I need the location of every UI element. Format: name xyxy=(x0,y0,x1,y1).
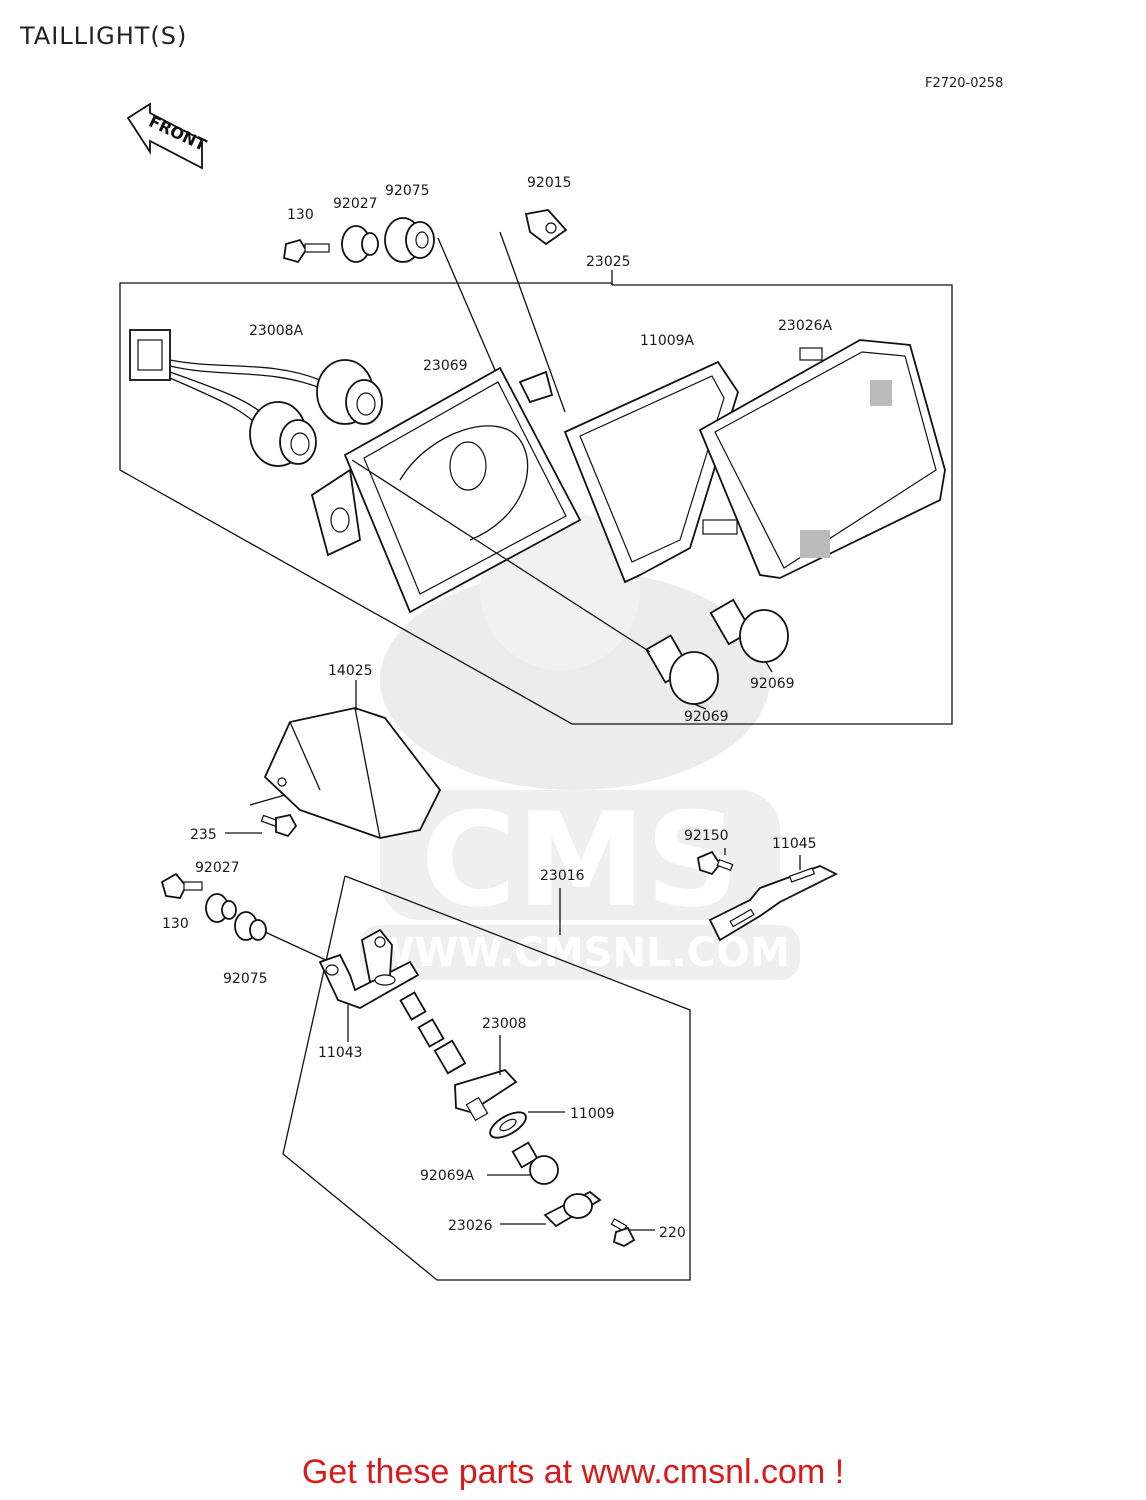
label-23008: 23008 xyxy=(482,1016,527,1032)
label-23008A: 23008A xyxy=(249,323,304,339)
bulb-92069A xyxy=(511,1141,559,1185)
bulb-92069-right xyxy=(709,598,789,663)
screw-130-bottom xyxy=(160,872,203,899)
bracket-11045 xyxy=(708,865,839,942)
label-23069: 23069 xyxy=(423,358,468,374)
label-92075-bottom: 92075 xyxy=(223,971,268,987)
label-130-top: 130 xyxy=(287,207,314,223)
gasket-11009 xyxy=(489,1111,527,1139)
screw-130-top xyxy=(282,238,330,264)
label-92069-right: 92069 xyxy=(750,676,795,692)
label-92069A: 92069A xyxy=(420,1168,475,1184)
bolt-92150 xyxy=(696,850,734,876)
socket-harness-23008A xyxy=(129,329,383,467)
label-235: 235 xyxy=(190,827,217,843)
assembly-bracket-23016 xyxy=(282,875,691,1281)
gasket-11009A xyxy=(563,360,739,584)
label-130-bottom: 130 xyxy=(162,916,189,932)
label-14025: 14025 xyxy=(328,663,373,679)
label-23026: 23026 xyxy=(448,1218,493,1234)
screw-235 xyxy=(260,813,298,838)
label-92075-top: 92075 xyxy=(385,183,430,199)
label-23025: 23025 xyxy=(586,254,631,270)
watermark-brand: CMS xyxy=(421,784,739,936)
label-92015: 92015 xyxy=(527,175,572,191)
bracket-11043 xyxy=(318,928,420,1009)
lens-23026 xyxy=(543,1190,602,1228)
nut-92015 xyxy=(524,209,568,246)
promo-link[interactable]: Get these parts at www.cmsnl.com ! xyxy=(301,1453,845,1491)
label-11045: 11045 xyxy=(772,836,817,852)
lens-23026A xyxy=(698,339,946,579)
grommet-92075-top xyxy=(384,217,435,263)
cms-watermark: CMS WWW.CMSNL.COM xyxy=(360,510,800,980)
collar-92027-bottom xyxy=(205,893,237,923)
label-92069-left: 92069 xyxy=(684,709,729,725)
screw-220 xyxy=(610,1218,636,1248)
collar-92027-top xyxy=(341,225,379,263)
page-title: TAILLIGHT(S) xyxy=(20,22,188,50)
figure-code: F2720-0258 xyxy=(925,76,1004,91)
parts-diagram: CMS WWW.CMSNL.COM FRONT xyxy=(119,102,953,1281)
cover-14025 xyxy=(263,707,442,839)
label-92027-bottom: 92027 xyxy=(195,860,240,876)
case-23069 xyxy=(310,366,582,614)
label-23016: 23016 xyxy=(540,868,585,884)
grommet-92075-bottom xyxy=(234,911,267,941)
bulb-92069-left xyxy=(645,634,719,705)
label-92027-top: 92027 xyxy=(333,196,378,212)
label-23026A: 23026A xyxy=(778,318,833,334)
label-220: 220 xyxy=(659,1225,686,1241)
label-11009A: 11009A xyxy=(640,333,695,349)
label-11009: 11009 xyxy=(570,1106,615,1122)
assembly-bracket-23025 xyxy=(119,282,953,725)
label-92150: 92150 xyxy=(684,828,729,844)
socket-23008 xyxy=(399,991,518,1122)
front-arrow-icon: FRONT xyxy=(126,102,209,170)
label-11043: 11043 xyxy=(318,1045,363,1061)
